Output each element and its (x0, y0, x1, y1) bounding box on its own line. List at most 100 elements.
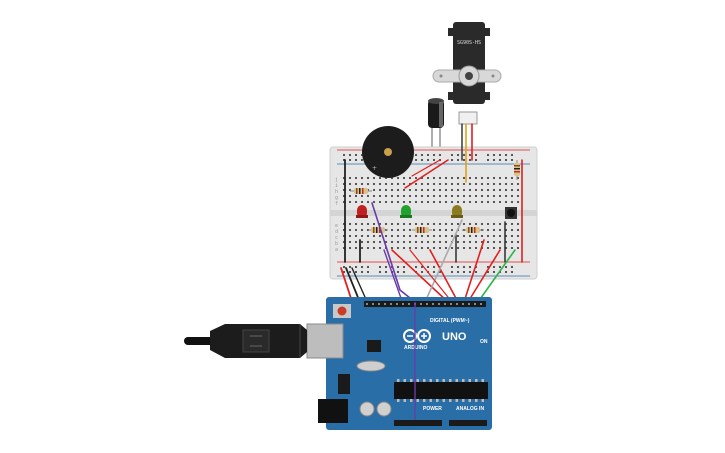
breadboard-hole (463, 189, 465, 191)
breadboard-hole (349, 229, 351, 231)
breadboard-hole (409, 201, 411, 203)
breadboard-hole (499, 195, 501, 197)
breadboard-hole (505, 235, 507, 237)
breadboard-hole (439, 189, 441, 191)
breadboard-hole (511, 223, 513, 225)
breadboard-hole (499, 154, 501, 156)
resistor-3 (412, 227, 432, 233)
header-pin (396, 303, 398, 305)
breadboard-hole (355, 271, 357, 273)
breadboard-hole (355, 223, 357, 225)
breadboard-hole (487, 271, 489, 273)
breadboard-hole (511, 229, 513, 231)
breadboard-hole (457, 266, 459, 268)
breadboard-hole (463, 223, 465, 225)
breadboard-hole (505, 183, 507, 185)
chip-pin (403, 379, 406, 382)
chip-pin (475, 399, 478, 402)
breadboard-hole (343, 201, 345, 203)
breadboard-hole (505, 154, 507, 156)
breadboard-hole (451, 229, 453, 231)
digital-header (364, 301, 486, 307)
breadboard-hole (403, 247, 405, 249)
breadboard-hole (493, 235, 495, 237)
breadboard-hole (373, 223, 375, 225)
breadboard-hole (517, 201, 519, 203)
breadboard-hole (499, 177, 501, 179)
wire-red-4 (463, 239, 485, 303)
breadboard-hole (409, 189, 411, 191)
breadboard-hole (385, 235, 387, 237)
breadboard-hole (505, 201, 507, 203)
breadboard-hole (469, 247, 471, 249)
breadboard-hole (451, 159, 453, 161)
row-letter-a: a (335, 247, 338, 253)
breadboard-hole (505, 247, 507, 249)
header-pin (468, 303, 470, 305)
breadboard-hole (475, 189, 477, 191)
breadboard-hole (361, 154, 363, 156)
breadboard-hole (409, 177, 411, 179)
breadboard-hole (445, 201, 447, 203)
breadboard-hole (385, 271, 387, 273)
breadboard-hole (517, 229, 519, 231)
breadboard-hole (481, 241, 483, 243)
chip-pin (462, 379, 465, 382)
breadboard-hole (499, 235, 501, 237)
breadboard-hole (433, 247, 435, 249)
breadboard-hole (505, 229, 507, 231)
breadboard-hole (511, 201, 513, 203)
breadboard-hole (475, 154, 477, 156)
breadboard-hole (469, 177, 471, 179)
breadboard-hole (391, 223, 393, 225)
breadboard-hole (409, 235, 411, 237)
breadboard-hole (457, 271, 459, 273)
breadboard-hole (385, 201, 387, 203)
breadboard-hole (355, 201, 357, 203)
chip-pin (436, 399, 439, 402)
wire-red-2 (391, 249, 449, 303)
breadboard-hole (373, 235, 375, 237)
breadboard-hole (409, 241, 411, 243)
breadboard-hole (355, 195, 357, 197)
breadboard-hole (379, 177, 381, 179)
breadboard-hole (427, 247, 429, 249)
breadboard-hole (349, 241, 351, 243)
breadboard-hole (421, 189, 423, 191)
row-letter-b: b (335, 241, 338, 247)
breadboard-hole (433, 235, 435, 237)
header-pin (372, 303, 374, 305)
breadboard-hole (415, 201, 417, 203)
breadboard-hole (469, 266, 471, 268)
breadboard-hole (343, 195, 345, 197)
breadboard-hole (367, 195, 369, 197)
breadboard-hole (499, 229, 501, 231)
chip-pin (416, 379, 419, 382)
breadboard-hole (493, 241, 495, 243)
breadboard-hole (349, 159, 351, 161)
breadboard-hole (451, 201, 453, 203)
breadboard-hole (343, 177, 345, 179)
breadboard-hole (385, 189, 387, 191)
breadboard-hole (355, 177, 357, 179)
breadboard-hole (475, 177, 477, 179)
breadboard-hole (427, 154, 429, 156)
breadboard-hole (475, 247, 477, 249)
breadboard-hole (451, 154, 453, 156)
breadboard-hole (397, 229, 399, 231)
breadboard-hole (457, 159, 459, 161)
chip-pin (436, 379, 439, 382)
breadboard-hole (349, 189, 351, 191)
breadboard-hole (457, 223, 459, 225)
analog-header (449, 420, 487, 426)
breadboard-hole (385, 223, 387, 225)
breadboard-hole (397, 201, 399, 203)
breadboard-hole (469, 201, 471, 203)
breadboard-hole (493, 247, 495, 249)
breadboard-hole (511, 271, 513, 273)
breadboard-hole (481, 235, 483, 237)
breadboard-hole (349, 154, 351, 156)
breadboard-hole (475, 223, 477, 225)
wire-red-3 (429, 249, 459, 303)
breadboard-hole (463, 177, 465, 179)
